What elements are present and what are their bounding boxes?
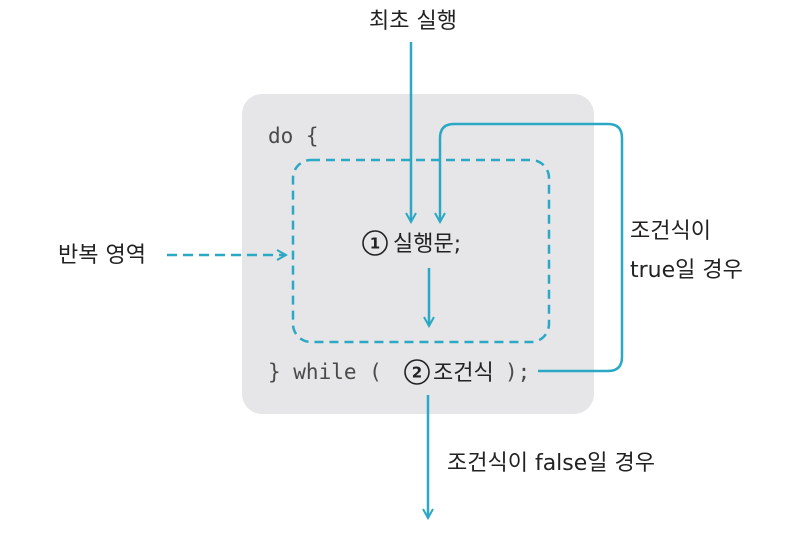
false-condition-label: 조건식이 false일 경우 xyxy=(447,451,655,476)
code-while-close: ); xyxy=(505,360,530,384)
code-do-keyword: do { xyxy=(268,124,319,148)
first-run-label: 최초 실행 xyxy=(369,9,457,34)
repeat-area-dashed-box xyxy=(291,158,551,344)
condition-text: 조건식 xyxy=(433,361,494,386)
statement-number-circle xyxy=(362,230,388,256)
true-condition-label-line2: true일 경우 xyxy=(630,258,743,283)
condition-number: 2 xyxy=(412,364,422,382)
statement-number: 1 xyxy=(370,235,380,253)
code-while-open: } while ( xyxy=(268,360,382,384)
while-line: } while ( 2 조건식 ); xyxy=(268,359,530,386)
true-condition-label-line1: 조건식이 xyxy=(630,219,711,244)
code-block-background xyxy=(242,94,594,414)
true-loop-arrow xyxy=(440,122,624,373)
repeat-area-label: 반복 영역 xyxy=(58,243,146,268)
condition-number-circle xyxy=(404,359,430,385)
statement-line: 1 실행문; xyxy=(362,230,461,257)
statement-text: 실행문; xyxy=(393,232,461,257)
